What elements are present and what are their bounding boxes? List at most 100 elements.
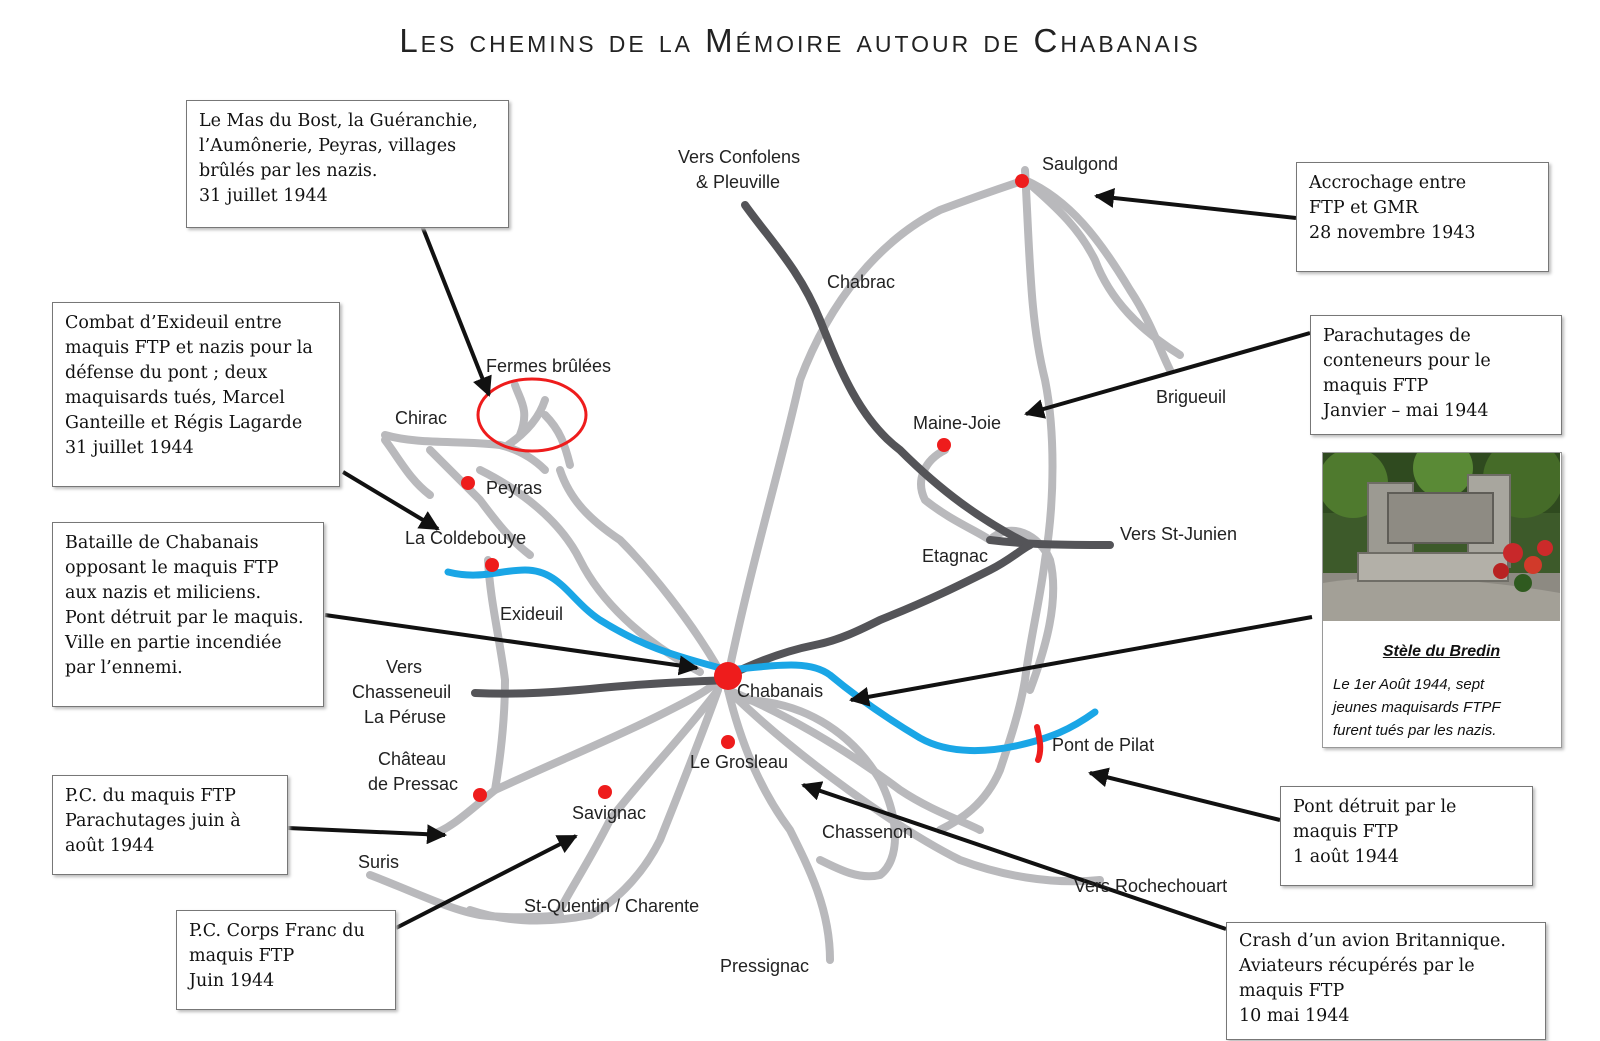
road-savignac bbox=[556, 686, 722, 914]
road-saulgond-east bbox=[1021, 176, 1184, 359]
road-chabanais-saulgond bbox=[724, 176, 1029, 680]
arrow-crash bbox=[801, 781, 1227, 931]
map-title: Les chemins de la Mémoire autour de Chab… bbox=[399, 22, 1201, 59]
callout-line: Parachutages juin à bbox=[65, 811, 241, 831]
callout-bataille-chabanais: Bataille de Chabanais opposant le maquis… bbox=[52, 522, 324, 707]
road-coldebouye bbox=[484, 556, 509, 794]
road-vers-st-junien bbox=[986, 536, 1114, 549]
callout-line: opposant le maquis FTP bbox=[65, 558, 279, 578]
callout-exideuil-combat: Combat d’Exideuil entre maquis FTP et na… bbox=[52, 302, 340, 487]
fermes-brulees-circle bbox=[476, 377, 588, 453]
road-chirac-west bbox=[381, 436, 434, 499]
road-vers-chasseneuil bbox=[471, 676, 732, 698]
arrow-stele bbox=[849, 615, 1313, 707]
markers bbox=[461, 174, 1029, 802]
river-vienne bbox=[444, 566, 1099, 755]
callout-line: maquis FTP bbox=[1323, 376, 1429, 396]
label-vers-rochechouart: Vers Rochechouart bbox=[1074, 876, 1227, 896]
label-vers-confolens-2: & Pleuville bbox=[696, 172, 780, 192]
label-vers-chasseneuil-3: La Péruse bbox=[364, 707, 446, 727]
road-suris bbox=[366, 871, 564, 922]
label-vers-confolens-1: Vers Confolens bbox=[678, 147, 800, 167]
marker-la-coldebouye bbox=[485, 558, 499, 572]
label-maine-joie: Maine-Joie bbox=[913, 413, 1001, 433]
callout-line: 28 novembre 1943 bbox=[1309, 223, 1476, 243]
label-fermes-brulees: Fermes brûlées bbox=[486, 356, 611, 376]
stele-caption-line: furent tués par les nazis. bbox=[1333, 722, 1497, 739]
marker-le-grosleau bbox=[721, 735, 735, 749]
arrow-pc-corps-franc bbox=[395, 834, 578, 930]
stele-caption-line: jeunes maquisards FTPF bbox=[1333, 699, 1501, 716]
arrow-parachutages bbox=[1024, 331, 1311, 419]
road-chassenon-2 bbox=[736, 696, 899, 881]
place-labels: Vers Confolens & Pleuville Chabrac Saulg… bbox=[352, 147, 1237, 976]
road-pressac-chabanais bbox=[491, 676, 722, 794]
label-st-quentin: St-Quentin / Charente bbox=[524, 896, 699, 916]
label-exideuil: Exideuil bbox=[500, 604, 563, 624]
secondary-roads bbox=[366, 166, 1184, 964]
label-vers-chasseneuil-1: Vers bbox=[386, 657, 422, 677]
road-grosleau bbox=[724, 686, 834, 964]
callout-line: Crash d’un avion Britannique. bbox=[1239, 931, 1506, 951]
road-maine-joie-loop bbox=[917, 446, 994, 544]
label-chateau-pressac-1: Château bbox=[378, 749, 446, 769]
road-chassenon bbox=[724, 686, 984, 834]
callout-line: Accrochage entre bbox=[1309, 173, 1467, 193]
callout-line: Pont détruit par le maquis. bbox=[65, 608, 304, 628]
marker-chabanais bbox=[714, 662, 742, 690]
arrow-pc-maquis bbox=[287, 824, 447, 845]
callout-line: par l’ennemi. bbox=[65, 658, 183, 678]
callout-mas-du-bost: Le Mas du Bost, la Guéranchie, l’Aumôner… bbox=[186, 100, 509, 228]
callout-arrows bbox=[287, 188, 1313, 931]
callout-line: maquis FTP bbox=[1293, 822, 1399, 842]
marker-chateau-pressac bbox=[473, 788, 487, 802]
label-pont-de-pilat: Pont de Pilat bbox=[1052, 735, 1154, 755]
callout-line: Juin 1944 bbox=[189, 971, 275, 991]
callout-line: Ganteille et Régis Lagarde bbox=[65, 413, 303, 433]
road-fermes-1 bbox=[504, 396, 549, 449]
callout-pont-detruit: Pont détruit par le maquis FTP 1 août 19… bbox=[1280, 786, 1533, 886]
callout-pc-maquis: P.C. du maquis FTP Parachutages juin à a… bbox=[52, 775, 288, 875]
road-chirac-peyras bbox=[426, 446, 534, 559]
callout-line: 31 juillet 1944 bbox=[199, 186, 328, 206]
callout-line: 31 juillet 1944 bbox=[65, 438, 194, 458]
callout-line: maquis FTP bbox=[1239, 981, 1345, 1001]
callout-line: Pont détruit par le bbox=[1293, 797, 1457, 817]
callout-line: Combat d’Exideuil entre bbox=[65, 313, 282, 333]
label-vers-st-junien: Vers St-Junien bbox=[1120, 524, 1237, 544]
label-chateau-pressac-2: de Pressac bbox=[368, 774, 458, 794]
arrow-accrochage bbox=[1094, 188, 1297, 220]
label-chabrac: Chabrac bbox=[827, 272, 895, 292]
callout-line: l’Aumônerie, Peyras, villages bbox=[199, 136, 457, 156]
label-chabanais: Chabanais bbox=[737, 681, 823, 701]
road-chabanais-etagnac bbox=[724, 541, 1034, 680]
marker-maine-joie bbox=[937, 438, 951, 452]
label-saulgond: Saulgond bbox=[1042, 154, 1118, 174]
road-fermes-3 bbox=[541, 411, 574, 469]
road-maine-joie-stjunien bbox=[986, 526, 1058, 694]
road-fermes-2 bbox=[511, 381, 529, 439]
road-peyras-chabanais bbox=[476, 466, 704, 676]
callout-line: 10 mai 1944 bbox=[1239, 1006, 1350, 1026]
road-saulgond-maine-joie bbox=[936, 166, 1057, 834]
callout-crash: Crash d’un avion Britannique. Aviateurs … bbox=[1226, 922, 1546, 1040]
callout-line: aux nazis et miliciens. bbox=[65, 583, 262, 603]
label-la-coldebouye: La Coldebouye bbox=[405, 528, 526, 548]
main-roads bbox=[471, 201, 1114, 698]
label-savignac: Savignac bbox=[572, 803, 646, 823]
callout-line: Parachutages de bbox=[1323, 326, 1471, 346]
callout-line: Bataille de Chabanais bbox=[65, 533, 259, 553]
callout-line: P.C. du maquis FTP bbox=[65, 786, 236, 806]
callout-line: maquisards tués, Marcel bbox=[65, 388, 285, 408]
callout-accrochage: Accrochage entre FTP et GMR 28 novembre … bbox=[1296, 162, 1549, 272]
road-rochechouart bbox=[724, 686, 1104, 886]
callout-line: conteneurs pour le bbox=[1323, 351, 1491, 371]
callout-parachutages: Parachutages de conteneurs pour le maqui… bbox=[1310, 315, 1562, 435]
callout-line: défense du pont ; deux bbox=[65, 363, 268, 383]
callout-line: 1 août 1944 bbox=[1293, 847, 1400, 867]
callout-line: maquis FTP et nazis pour la bbox=[65, 338, 313, 358]
marker-savignac bbox=[598, 785, 612, 799]
callout-line: août 1944 bbox=[65, 836, 155, 856]
stele-caption: Le 1er Août 1944, sept jeunes maquisards… bbox=[1333, 673, 1555, 742]
